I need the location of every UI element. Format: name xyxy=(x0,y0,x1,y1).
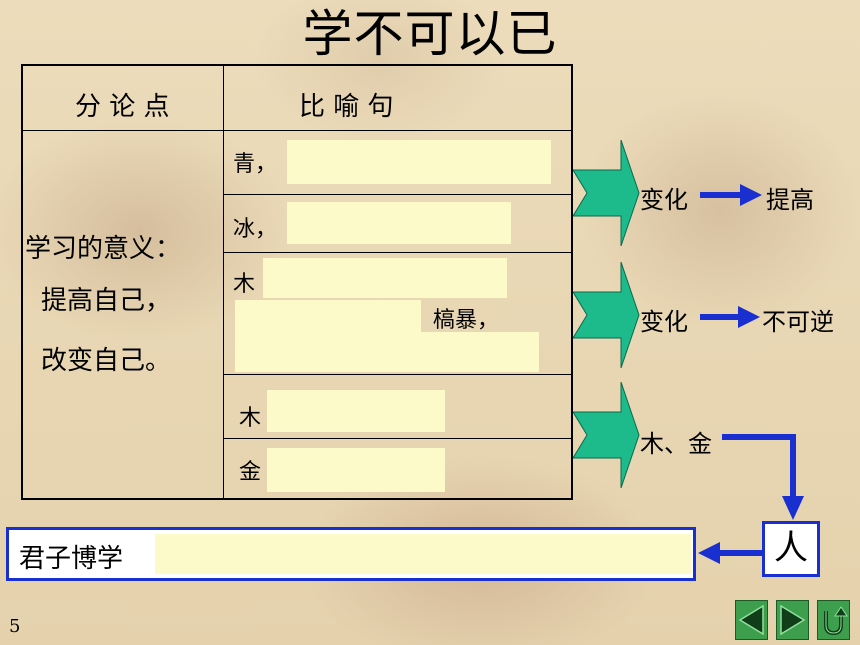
next-button[interactable] xyxy=(776,600,809,640)
blank-fill xyxy=(287,202,511,244)
note-wood-metal: 木、金 xyxy=(640,430,712,458)
row-label-jin: 金 xyxy=(239,460,262,485)
conclusion-box: 君子博学 xyxy=(6,527,696,581)
green-arrow-icon xyxy=(573,140,640,246)
row-divider-2 xyxy=(223,252,573,253)
return-icon xyxy=(824,606,848,636)
comparison-table: 分 论 点 比 喻 句 学习的意义： 提高自己， 改变自己。 青， 冰， 木 槁… xyxy=(21,64,573,500)
meaning-line-2: 提高自己， xyxy=(41,286,172,316)
meaning-line-3: 改变自己。 xyxy=(41,346,172,376)
blue-left-arrow-icon xyxy=(698,542,762,564)
page-number: 5 xyxy=(9,616,21,637)
green-arrow-icon xyxy=(573,262,640,368)
row-text-gaobao: 槁暴， xyxy=(433,308,500,333)
note-result-2: 不可逆 xyxy=(762,308,834,336)
blank-fill xyxy=(287,140,551,184)
header-sub-point: 分 论 点 xyxy=(75,92,170,122)
prev-triangle-icon xyxy=(738,604,764,636)
row-label-qing: 青， xyxy=(233,152,278,177)
blue-connector-arrow-icon xyxy=(722,434,804,520)
next-triangle-icon xyxy=(780,604,806,636)
row-label-mu: 木 xyxy=(233,272,256,297)
blank-fill xyxy=(235,300,421,332)
note-change-2: 变化 xyxy=(640,308,688,336)
blue-right-arrow-icon xyxy=(700,306,760,328)
row-divider-1 xyxy=(223,194,573,195)
row-label-bing: 冰， xyxy=(233,217,278,242)
row-label-mu-2: 木 xyxy=(239,406,262,431)
blank-fill xyxy=(235,332,539,372)
slide-title: 学不可以已 xyxy=(302,5,558,63)
meaning-line-1: 学习的意义： xyxy=(25,234,182,264)
header-metaphor: 比 喻 句 xyxy=(299,92,394,122)
table-divider-vertical xyxy=(223,66,224,498)
blank-fill xyxy=(155,534,691,574)
note-change-1: 变化 xyxy=(640,186,688,214)
row-divider-3 xyxy=(223,374,573,375)
green-arrow-icon xyxy=(573,382,640,488)
blank-fill xyxy=(263,258,507,298)
blue-right-arrow-icon xyxy=(700,184,762,206)
note-result-1: 提高 xyxy=(766,186,814,214)
return-button[interactable] xyxy=(817,600,850,640)
blank-fill xyxy=(267,448,445,492)
prev-button[interactable] xyxy=(735,600,768,640)
person-box: 人 xyxy=(762,521,820,577)
conclusion-text: 君子博学 xyxy=(19,544,124,574)
blank-fill xyxy=(267,390,445,432)
row-divider-4 xyxy=(223,438,573,439)
table-header-divider xyxy=(23,130,571,131)
